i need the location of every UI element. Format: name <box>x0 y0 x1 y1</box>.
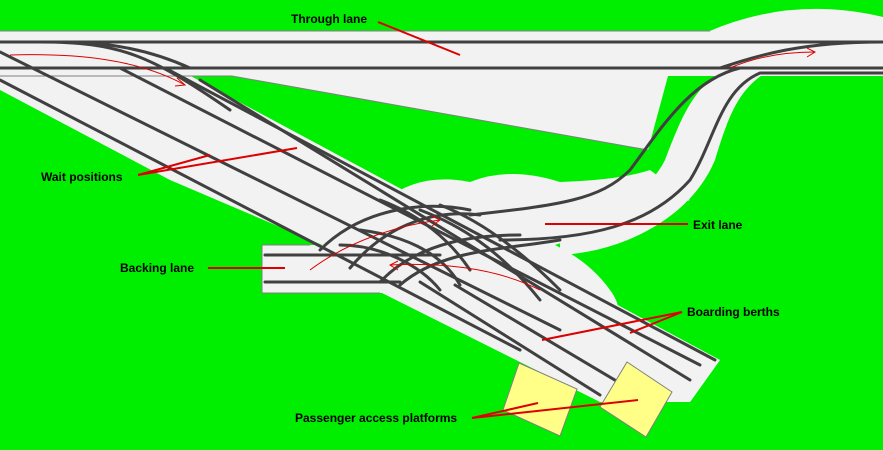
arrow-backing <box>389 263 541 291</box>
roadway-surface <box>0 8 883 402</box>
leader-wait-positions-1 <box>137 154 211 176</box>
arrow-weave-up <box>309 219 441 271</box>
label-backing-lane: Backing lane <box>120 261 194 275</box>
label-passenger-access-platforms: Passenger access platforms <box>295 411 457 425</box>
leader-boarding-1 <box>541 311 683 341</box>
leader-lines <box>137 21 688 419</box>
guideway-lines <box>0 40 883 397</box>
arrow-through-exit <box>729 51 816 69</box>
leader-platforms-2 <box>471 399 639 419</box>
island-wedge <box>232 76 668 150</box>
label-exit-lane: Exit lane <box>693 218 743 232</box>
labels: Through lane Wait positions Exit lane Ba… <box>41 12 780 425</box>
exit-lane-rail-upper <box>468 66 883 217</box>
exit-lane-rail-lower <box>498 71 883 242</box>
label-through-lane: Through lane <box>291 12 367 26</box>
label-boarding-berths: Boarding berths <box>687 305 780 319</box>
flow-arrows <box>9 47 817 291</box>
roadway-edges <box>0 30 710 294</box>
through-lane-hump <box>705 8 883 40</box>
leader-boarding-2 <box>629 311 683 334</box>
leader-wait-positions-2 <box>137 147 298 176</box>
leader-platforms-1 <box>471 402 539 419</box>
arrow-through-entry <box>9 54 186 86</box>
boarding-berths-surface <box>300 245 720 402</box>
leader-through-lane <box>377 21 461 56</box>
platform-left <box>502 362 578 437</box>
label-wait-positions: Wait positions <box>41 170 123 184</box>
